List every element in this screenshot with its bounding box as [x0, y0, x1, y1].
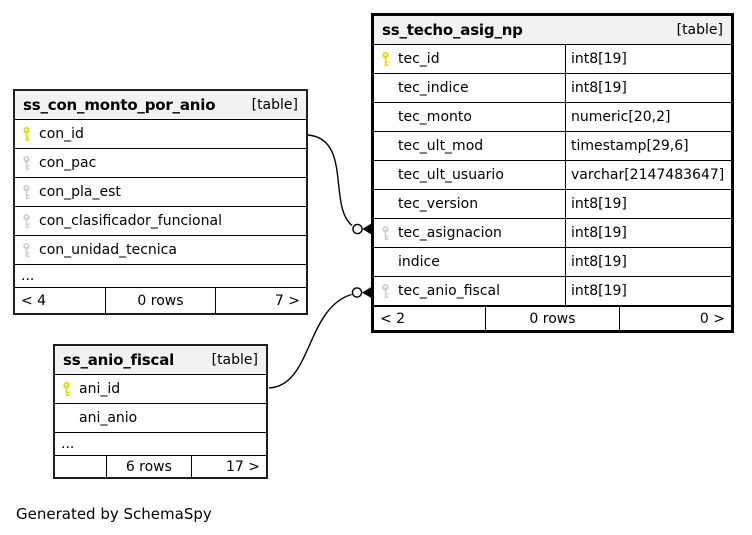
column-name: tec_monto [398, 109, 472, 125]
column-type: int8[19] [565, 190, 731, 218]
table-title[interactable]: ss_techo_asig_np [382, 21, 523, 39]
row-count: 0 rows [484, 307, 621, 330]
column-type: int8[19] [565, 277, 731, 305]
column-type: numeric[20,2] [565, 103, 731, 131]
column-name: tec_asignacion [398, 225, 502, 241]
hidden-columns-ellipsis: ... [55, 433, 266, 456]
column-name: tec_version [398, 196, 479, 212]
table-row: ani_anio [55, 404, 266, 433]
arrowhead-icon [362, 286, 373, 299]
primary-key-icon [21, 126, 32, 142]
table-header[interactable]: ss_anio_fiscal [table] [55, 346, 266, 375]
connector-con-to-techo [307, 134, 373, 236]
table-row: tec_anio_fiscal int8[19] [374, 277, 731, 306]
column-name: con_pla_est [39, 184, 121, 200]
column-name: con_clasificador_funcional [39, 213, 222, 229]
table-row: con_clasificador_funcional [15, 207, 306, 236]
table-row: con_id [15, 120, 306, 149]
table-row: tec_version int8[19] [374, 190, 731, 219]
column-name: ani_id [79, 381, 121, 397]
column-name: con_unidad_tecnica [39, 242, 177, 258]
column-type: int8[19] [565, 45, 731, 73]
next-relations-count: 17 > [225, 458, 260, 475]
table-row: tec_indice int8[19] [374, 74, 731, 103]
column-name: tec_ult_mod [398, 138, 484, 154]
table-row: con_unidad_tecnica [15, 236, 306, 265]
foreign-key-icon [21, 213, 32, 229]
table-row: tec_asignacion int8[19] [374, 219, 731, 248]
column-name: tec_indice [398, 80, 469, 96]
table-footer: < 4 0 rows 7 > [15, 288, 306, 313]
table-row: ani_id [55, 375, 266, 404]
primary-key-icon [61, 381, 72, 397]
column-name: ani_anio [79, 410, 138, 426]
table-row: con_pla_est [15, 178, 306, 207]
hidden-columns-ellipsis: ... [15, 265, 306, 288]
table-badge: [table] [676, 22, 723, 38]
table-ss-con-monto-por-anio[interactable]: ss_con_monto_por_anio [table] con_id con… [13, 89, 308, 315]
column-type: varchar[2147483647] [565, 161, 731, 189]
column-name: tec_id [398, 51, 440, 67]
schemaspy-credit: Generated by SchemaSpy [16, 505, 212, 523]
zero-or-one-dot-icon [352, 223, 363, 235]
table-badge: [table] [251, 97, 298, 113]
foreign-key-icon [21, 184, 32, 200]
row-count: 0 rows [105, 288, 216, 313]
zero-or-one-dot-icon [351, 287, 363, 298]
next-relations-count: 7 > [274, 292, 300, 309]
table-row: tec_ult_mod timestamp[29,6] [374, 132, 731, 161]
connector-anio-to-techo [268, 286, 373, 389]
foreign-key-icon [21, 242, 32, 258]
column-name: tec_ult_usuario [398, 167, 504, 183]
table-badge: [table] [211, 352, 258, 368]
table-row: tec_monto numeric[20,2] [374, 103, 731, 132]
arrowhead-icon [362, 222, 373, 236]
table-footer: < 2 0 rows 0 > [374, 306, 731, 330]
column-name: tec_anio_fiscal [398, 283, 500, 299]
table-ss-techo-asig-np[interactable]: ss_techo_asig_np [table] tec_id int8[19]… [371, 13, 734, 333]
prev-relations-count [55, 456, 106, 477]
row-count: 6 rows [105, 456, 193, 477]
column-name: indice [398, 254, 440, 270]
foreign-key-icon [21, 155, 32, 171]
table-header[interactable]: ss_con_monto_por_anio [table] [15, 91, 306, 120]
column-type: int8[19] [565, 74, 731, 102]
prev-relations-count: < 2 [380, 310, 406, 327]
table-row: tec_id int8[19] [374, 45, 731, 74]
next-relations-count: 0 > [699, 310, 725, 327]
table-footer: 6 rows 17 > [55, 456, 266, 477]
column-type: int8[19] [565, 219, 731, 247]
table-title[interactable]: ss_con_monto_por_anio [23, 96, 216, 114]
column-name: con_id [39, 126, 84, 142]
table-row: con_pac [15, 149, 306, 178]
table-row: tec_ult_usuario varchar[2147483647] [374, 161, 731, 190]
table-row: indice int8[19] [374, 248, 731, 277]
primary-key-icon [380, 51, 391, 67]
column-type: int8[19] [565, 248, 731, 276]
table-header[interactable]: ss_techo_asig_np [table] [374, 16, 731, 45]
column-type: timestamp[29,6] [565, 132, 731, 160]
prev-relations-count: < 4 [21, 292, 47, 309]
column-name: con_pac [39, 155, 97, 171]
foreign-key-icon [380, 283, 391, 299]
foreign-key-icon [380, 225, 391, 241]
table-ss-anio-fiscal[interactable]: ss_anio_fiscal [table] ani_id ani_anio .… [53, 344, 268, 479]
table-title[interactable]: ss_anio_fiscal [63, 351, 175, 369]
